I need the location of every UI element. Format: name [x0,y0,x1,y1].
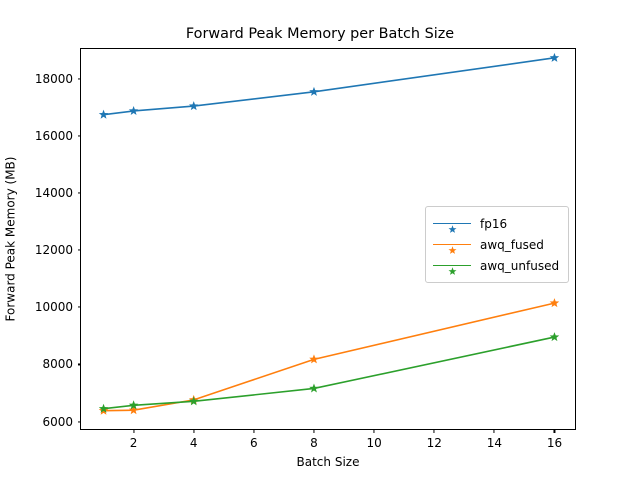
x-tick-mark [193,429,195,433]
x-tick-mark [433,429,435,433]
chart-legend: fp16 awq_fused awq_unfused [425,206,570,283]
y-axis-label: Forward Peak Memory (MB) [0,48,20,430]
y-tick-mark [77,421,81,423]
legend-label-awq-unfused: awq_unfused [480,258,560,273]
legend-label-awq-fused: awq_fused [480,237,544,252]
y-tick-label: 16000 [34,129,73,144]
x-tick-label: 4 [189,436,198,450]
x-axis-label: Batch Size [296,455,360,469]
x-tick-mark [253,429,255,433]
data-point-awq_unfused [309,383,319,393]
legend-label-fp16: fp16 [480,216,508,231]
y-axis-label-text: Forward Peak Memory (MB) [3,156,18,322]
y-tick-mark [77,249,81,251]
legend-item: awq_unfused [433,255,559,276]
data-point-awq_unfused [188,396,199,406]
data-point-fp16 [549,52,560,62]
x-tick-mark [313,429,315,433]
y-tick-mark [77,192,81,194]
x-tick-label: 10 [366,436,382,450]
x-tick-label: 2 [129,436,138,450]
plot-area: 6000 8000 10000 12000 14000 16000 18000 2 4 6 8 10 1… [35,48,576,450]
chart-title: Forward Peak Memory per Batch Size [185,26,455,42]
data-point-fp16 [309,86,319,96]
y-tick-label: 10000 [34,300,73,315]
data-point-fp16 [128,105,139,115]
x-tick-mark [493,429,495,433]
series-line-fp16 [103,57,555,116]
x-tick-mark [133,429,135,433]
data-point-awq_fused [309,354,319,364]
y-tick-label: 18000 [34,71,73,86]
y-tick-mark [77,78,81,80]
x-tick-label: 16 [546,436,563,450]
data-point-awq_fused [549,298,560,308]
y-tick-label: 14000 [34,186,73,201]
legend-item: awq_fused [433,234,559,255]
x-tick-label: 12 [426,436,442,450]
y-tick-mark [77,135,81,137]
x-tick-mark [373,429,375,433]
x-tick-label: 8 [310,436,318,450]
data-point-fp16 [98,109,109,119]
legend-swatch-fp16 [433,217,471,233]
legend-item: fp16 [433,213,559,234]
data-point-awq_unfused [128,400,139,410]
series-line-awq_fused [103,302,555,412]
legend-swatch-awq-fused [433,238,471,254]
data-point-awq_fused [128,405,139,415]
y-tick-label: 6000 [42,414,73,429]
series-line-awq_unfused [103,336,555,410]
plot-lines [98,52,560,415]
y-tick-label: 8000 [42,357,73,372]
x-tick-label: 6 [250,436,258,450]
data-point-fp16 [188,101,199,111]
data-point-awq_unfused [549,332,560,342]
x-tick-mark [553,429,555,433]
y-tick-mark [77,363,81,366]
legend-swatch-awq-unfused [433,259,471,275]
x-tick-label: 14 [486,436,502,450]
y-tick-label: 12000 [34,243,73,258]
data-point-awq_unfused [98,403,109,413]
y-tick-mark [77,306,81,308]
